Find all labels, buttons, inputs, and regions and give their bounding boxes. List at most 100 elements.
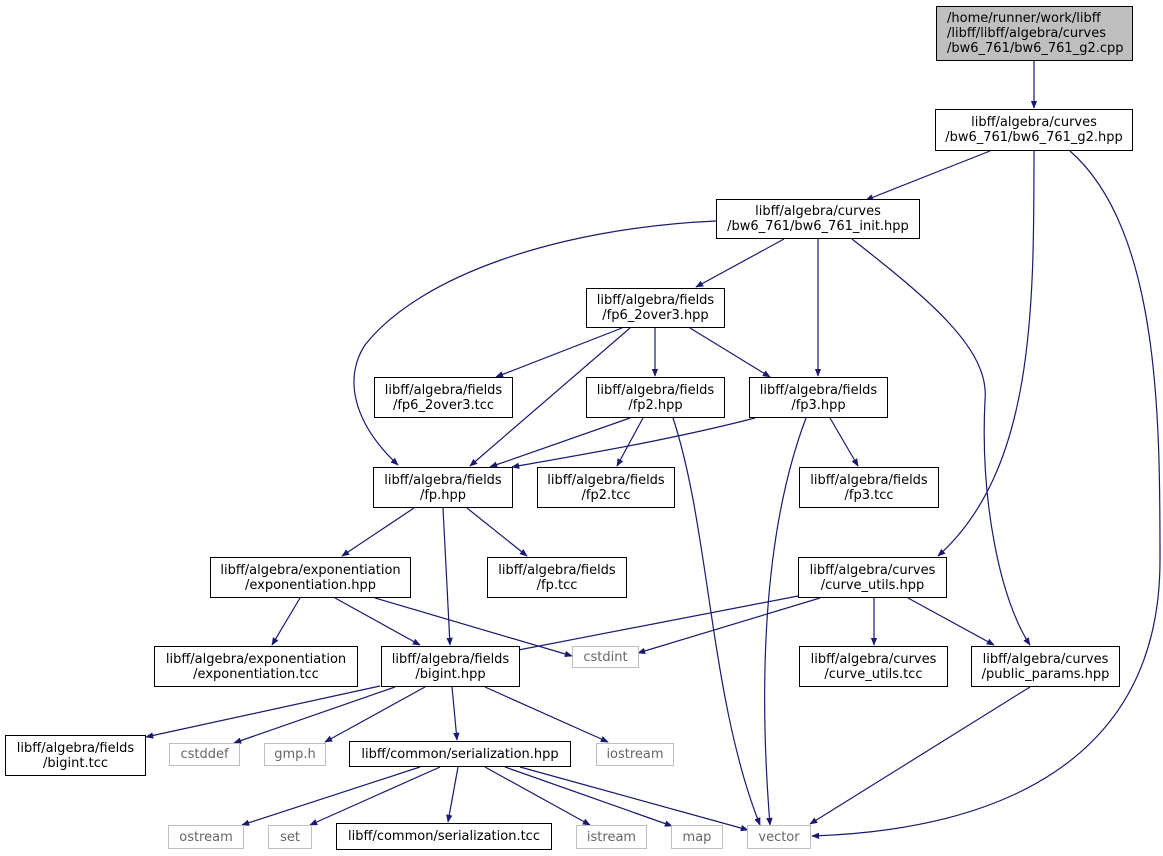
edge-fp6-fp6tcc [495,327,623,378]
edge-fp6-fp [469,327,631,467]
node-line: libff/algebra/fields [810,472,928,488]
node-map: map [671,825,723,849]
node-line: vector [758,829,800,845]
node-fp-hpp[interactable]: libff/algebra/fields /fp.hpp [373,467,513,508]
node-line: map [682,829,712,845]
edge-g2-init [865,150,991,201]
edge-ser-ostream [241,766,421,826]
node-fp6-2over3-tcc[interactable]: libff/algebra/fields /fp6_2over3.tcc [374,377,513,418]
node-fp3-tcc[interactable]: libff/algebra/fields /fp3.tcc [799,467,939,508]
node-line: libff/algebra/fields [384,382,503,398]
edge-ser-set [309,766,441,826]
edge-expo-expotcc [271,597,301,646]
node-line: iostream [606,747,664,762]
node-public-params-hpp[interactable]: libff/algebra/curves /public_params.hpp [971,646,1120,687]
node-curve-utils-hpp[interactable]: libff/algebra/curves /curve_utils.hpp [798,557,947,598]
edge-ser-sertcc [446,766,459,823]
node-line: libff/algebra/curves [982,651,1109,667]
node-line: /fp3.tcc [844,487,894,503]
node-line: /bw6_761/bw6_761_g2.cpp [947,41,1124,56]
node-line: /fp.hpp [419,487,467,503]
node-line: libff/algebra/fields [596,382,715,398]
node-line: libff/algebra/fields [391,651,510,667]
node-cstdint: cstdint [572,646,639,668]
node-line: /bw6_761/bw6_761_g2.hpp [945,130,1123,145]
node-exponentiation-hpp[interactable]: libff/algebra/exponentiation /exponentia… [210,557,411,598]
node-line: /fp3.hpp [791,397,846,413]
node-fp6-2over3-hpp[interactable]: libff/algebra/fields /fp6_2over3.hpp [586,288,725,328]
node-line: /exponentiation.tcc [193,666,319,682]
node-serialization-tcc[interactable]: libff/common/serialization.tcc [336,823,552,850]
node-curve-utils-tcc[interactable]: libff/algebra/curves /curve_utils.tcc [799,646,948,687]
node-fp2-tcc[interactable]: libff/algebra/fields /fp2.tcc [537,467,675,508]
node-bigint-tcc[interactable]: libff/algebra/fields /bigint.tcc [5,735,146,776]
node-cstddef: cstddef [169,743,240,766]
node-line: cstddef [180,747,229,762]
node-line: /curve_utils.hpp [820,577,925,593]
edge-g2-vector [811,150,1161,839]
edge-fp-fptcc [466,507,528,557]
edge-fp3-fp3tcc [829,417,859,467]
node-serialization-hpp[interactable]: libff/common/serialization.hpp [349,741,571,767]
edge-init-fp [353,220,717,466]
node-istream: istream [576,825,647,849]
node-line: libff/common/serialization.hpp [361,746,559,762]
node-line: libff/algebra/fields [759,382,878,398]
edge-bigint-gmp [324,686,426,743]
node-gmp-h: gmp.h [264,743,326,766]
node-line: /fp6_2over3.tcc [392,397,495,413]
dependency-edges [145,61,1161,839]
node-line: /exponentiation.hpp [245,577,376,593]
node-vector: vector [747,825,811,849]
node-line: libff/algebra/fields [498,562,616,578]
node-line: libff/common/serialization.tcc [348,829,540,844]
edge-fp-bigint [442,507,453,646]
node-bw6-761-init-hpp[interactable]: libff/algebra/curves /bw6_761/bw6_761_in… [716,199,920,239]
node-line: /curve_utils.tcc [824,666,923,682]
edge-fp3-vector [764,417,807,826]
edge-init-public-params [851,238,1031,646]
node-bigint-hpp[interactable]: libff/algebra/fields /bigint.hpp [381,646,520,687]
node-line: libff/algebra/curves [810,651,937,667]
edge-bigint-iostream [484,686,609,743]
edge-fp6-fp3 [689,327,771,378]
edge-fp2-fp [489,417,631,468]
node-line: /fp2.hpp [628,397,683,413]
node-line: libff/algebra/fields [384,472,502,488]
node-line: /fp6_2over3.hpp [602,308,709,323]
edge-fp2-vector [672,417,761,826]
edge-curveutils-publicparams [907,597,995,646]
edge-bigint-serialization [451,686,460,741]
node-line: set [280,829,300,845]
node-line: /bigint.tcc [43,755,108,771]
node-line: libff/algebra/curves [971,115,1097,130]
node-bw6-761-g2-hpp[interactable]: libff/algebra/curves /bw6_761/bw6_761_g2… [935,109,1133,151]
node-line: /libff/libff/algebra/curves [947,26,1106,41]
node-fp3-hpp[interactable]: libff/algebra/fields /fp3.hpp [749,377,888,418]
node-line: /bigint.hpp [415,666,486,682]
edge-fp3-fp [511,417,756,469]
node-line: /public_params.hpp [981,666,1110,682]
node-line: libff/algebra/curves [809,562,936,578]
node-iostream: iostream [596,743,674,766]
edge-init-fp6 [695,238,785,288]
node-root-bw6-761-g2-cpp: /home/runner/work/libff /libff/libff/alg… [936,6,1133,61]
node-line: /bw6_761/bw6_761_init.hpp [727,219,909,234]
node-fp-tcc[interactable]: libff/algebra/fields /fp.tcc [487,557,627,598]
node-fp2-hpp[interactable]: libff/algebra/fields /fp2.hpp [586,377,725,418]
edge-bigint-cstddef [233,686,396,744]
edge-ser-vector [519,766,749,832]
node-line: libff/algebra/exponentiation [220,562,401,578]
node-ostream: ostream [168,825,244,849]
edge-expo-bigint [334,597,421,646]
node-line: libff/algebra/fields [547,472,665,488]
node-set: set [268,825,312,849]
node-line: libff/algebra/curves [755,204,881,219]
edge-bigint-biginttcc [145,685,381,739]
edge-fp-expo [341,507,415,557]
edge-publicparams-vector [809,686,1031,825]
node-line: gmp.h [274,747,316,762]
node-line: cstdint [583,649,628,665]
node-exponentiation-tcc[interactable]: libff/algebra/exponentiation /exponentia… [154,646,358,687]
